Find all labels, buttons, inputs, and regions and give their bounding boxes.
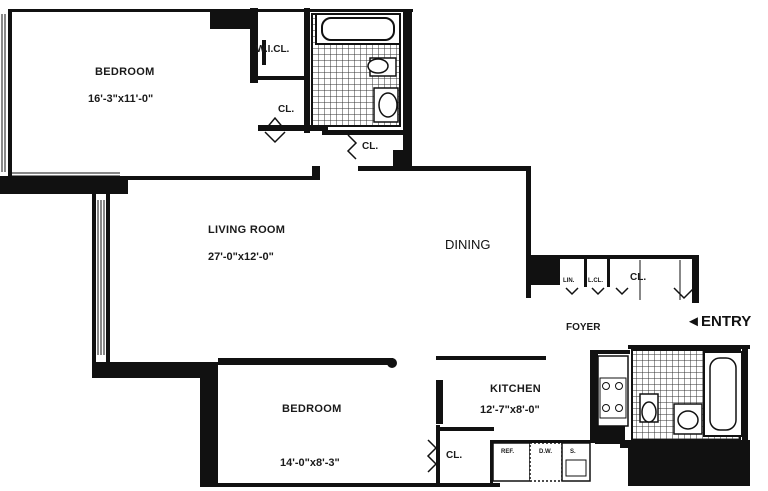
living-room-name: LIVING ROOM — [208, 224, 285, 236]
kitchen-appliances — [492, 355, 629, 482]
kitchen-dims: 12'-7"x8'-0" — [480, 404, 540, 416]
closet-label-3: CL. — [630, 272, 646, 283]
refrigerator-label: REF. — [501, 449, 514, 455]
closet-label-4: CL. — [446, 450, 462, 461]
foyer-label: FOYER — [566, 322, 601, 333]
entry-label: ENTRY — [701, 313, 751, 330]
door-swings — [264, 116, 695, 473]
walk-in-closet-label: W.I.CL. — [256, 44, 290, 55]
entry-arrow-icon: ◄ — [686, 313, 701, 330]
bedroom2-name: BEDROOM — [282, 403, 342, 415]
bathroom-top — [311, 13, 401, 127]
bedroom2-dims: 14'-0"x8'-3" — [280, 457, 340, 469]
bathroom-bottom — [631, 349, 743, 441]
closet-small-a-label: LIN. — [563, 278, 575, 284]
bedroom1-name: BEDROOM — [95, 66, 155, 78]
room-labels: BEDROOM 16'-3"x11'-0" W.I.CL. CL. CL. LI… — [88, 44, 751, 469]
kitchen-name: KITCHEN — [490, 383, 541, 395]
dining-label: DINING — [445, 237, 491, 252]
sink-label: S. — [570, 449, 576, 455]
walls — [0, 8, 750, 487]
closet-label-2: CL. — [362, 141, 378, 152]
windows — [1, 14, 211, 480]
bedroom1-dims: 16'-3"x11'-0" — [88, 93, 153, 105]
dishwasher-label: D.W. — [539, 449, 552, 455]
living-room-dims: 27'-0"x12'-0" — [208, 251, 274, 263]
closet-small-b-label: L.CL. — [588, 278, 603, 284]
closet-label-1: CL. — [278, 104, 294, 115]
